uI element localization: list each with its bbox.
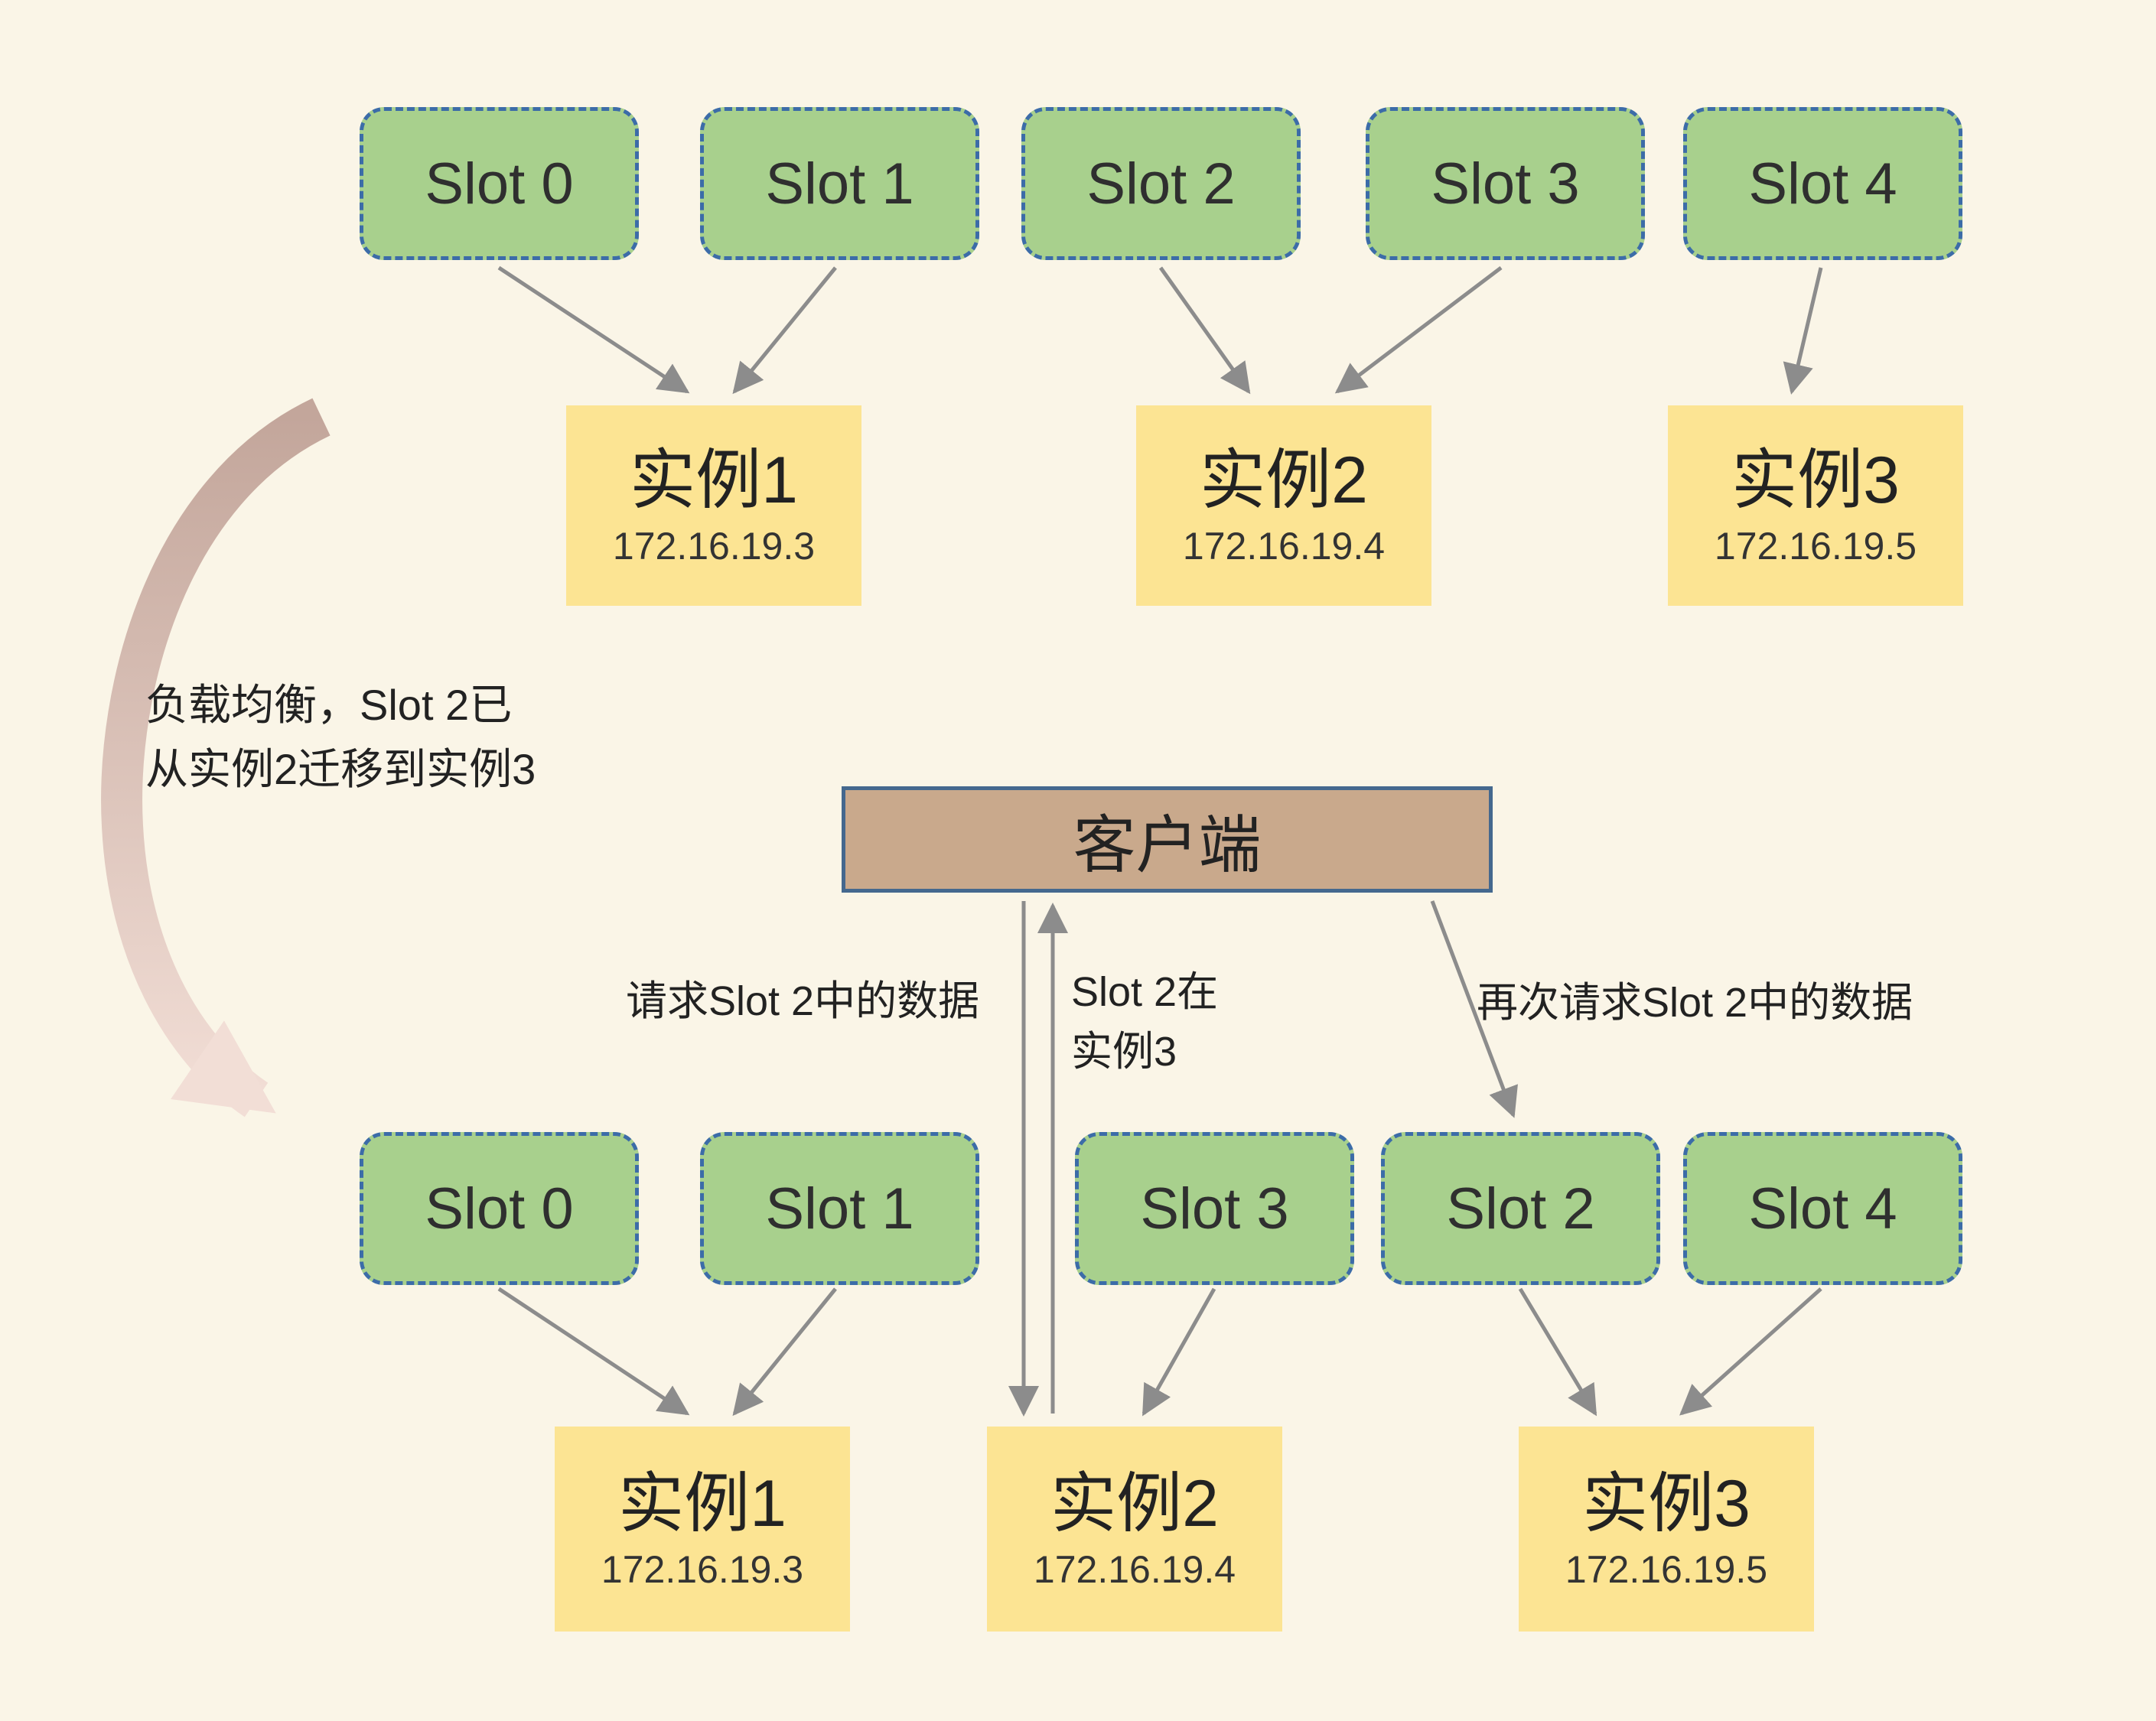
before-slot-2: Slot 2 — [1021, 107, 1301, 260]
instance-ip: 172.16.19.4 — [1033, 1548, 1236, 1592]
before-slot-0: Slot 0 — [360, 107, 639, 260]
instance-name: 实例2 — [1200, 443, 1368, 517]
arrow-before-slot0-instance1 — [497, 265, 690, 394]
instance-ip: 172.16.19.4 — [1182, 525, 1386, 568]
instance-ip: 172.16.19.5 — [1565, 1548, 1768, 1592]
before-slot-1: Slot 1 — [700, 107, 979, 260]
annotation-redirect-line1: Slot 2在 — [1071, 969, 1219, 1015]
before-slot-4: Slot 4 — [1683, 107, 1962, 260]
instance-name: 实例1 — [618, 1466, 787, 1540]
arrow-after-slot0-instance1 — [497, 1287, 690, 1416]
instance-name: 实例2 — [1050, 1466, 1219, 1540]
arrow-after-slot4-instance3 — [1679, 1287, 1822, 1416]
after-instance-2: 实例2 172.16.19.4 — [987, 1427, 1282, 1632]
after-slot-1: Slot 1 — [700, 1132, 979, 1285]
client-box: 客户端 — [842, 786, 1493, 893]
arrow-before-slot3-instance2 — [1334, 266, 1503, 394]
after-slot-4: Slot 4 — [1683, 1132, 1962, 1285]
migration-note-line1: 负载均衡，Slot 2已 — [145, 681, 513, 729]
after-instance-1: 实例1 172.16.19.3 — [555, 1427, 850, 1632]
instance-ip: 172.16.19.5 — [1714, 525, 1917, 568]
annotation-redirect-line2: 实例3 — [1071, 1029, 1177, 1075]
instance-name: 实例1 — [630, 443, 798, 517]
instance-name: 实例3 — [1582, 1466, 1751, 1540]
annotation-redirect: Slot 2在 实例3 — [1071, 962, 1218, 1082]
before-instance-3: 实例3 172.16.19.5 — [1668, 405, 1963, 606]
arrow-after-slot2-instance3 — [1518, 1287, 1597, 1417]
arrow-after-slot3-instance2 — [1142, 1287, 1216, 1417]
before-slot-3: Slot 3 — [1366, 107, 1645, 260]
after-instance-3: 实例3 172.16.19.5 — [1519, 1427, 1814, 1632]
before-instance-1: 实例1 172.16.19.3 — [566, 405, 861, 606]
instance-ip: 172.16.19.3 — [612, 525, 816, 568]
after-slot-0: Slot 0 — [360, 1132, 639, 1285]
arrow-before-slot4-instance3 — [1783, 267, 1823, 395]
arrow-before-slot2-instance2 — [1158, 266, 1251, 395]
instance-name: 实例3 — [1731, 443, 1900, 517]
migration-note: 负载均衡，Slot 2已 从实例2迁移到实例3 — [145, 673, 536, 802]
arrow-after-slot1-instance1 — [732, 1287, 837, 1417]
before-instance-2: 实例2 172.16.19.4 — [1136, 405, 1431, 606]
arrow-before-slot1-instance1 — [732, 266, 837, 395]
annotation-retry: 再次请求Slot 2中的数据 — [1477, 980, 1913, 1026]
after-slot-2: Slot 2 — [1381, 1132, 1660, 1285]
migration-note-line2: 从实例2迁移到实例3 — [145, 745, 536, 793]
annotation-request: 请求Slot 2中的数据 — [626, 978, 980, 1024]
after-slot-3: Slot 3 — [1075, 1132, 1354, 1285]
instance-ip: 172.16.19.3 — [601, 1548, 804, 1592]
